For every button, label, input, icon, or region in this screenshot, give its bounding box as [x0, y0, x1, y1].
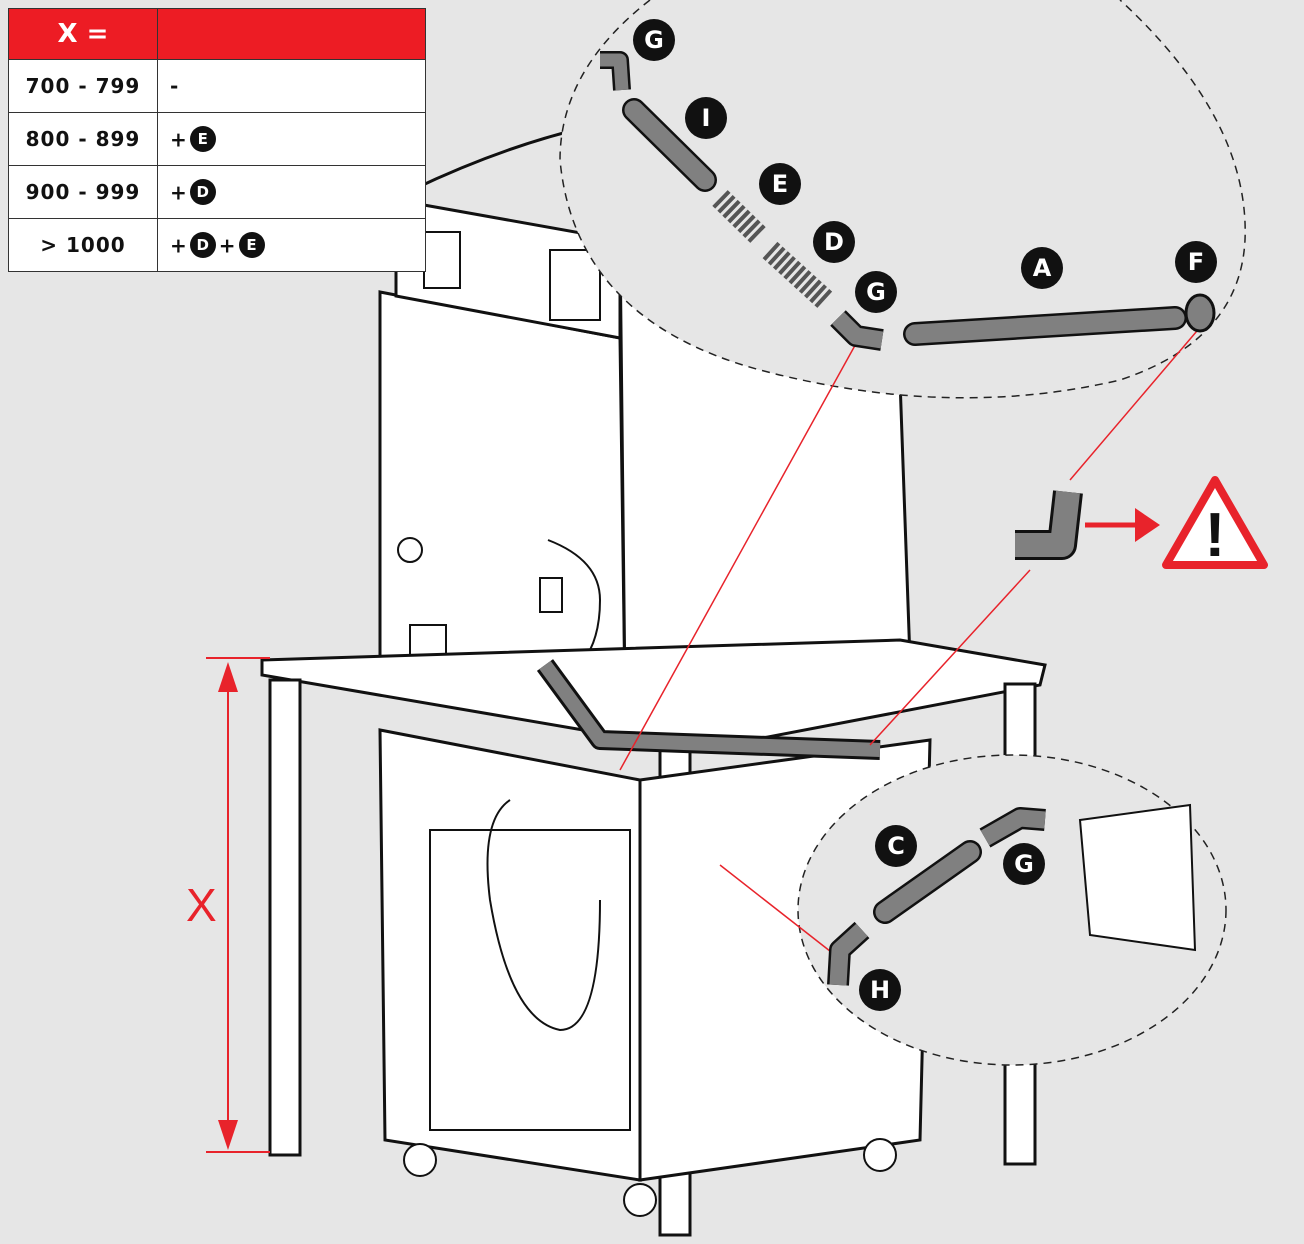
table-add: +D	[157, 165, 426, 219]
installed-pipe	[539, 660, 881, 757]
part-badge: E	[189, 126, 216, 153]
plus-sign: +	[170, 233, 187, 258]
table-row: > 1000 +D+E	[8, 218, 426, 272]
dimension-x-label: X	[186, 879, 217, 931]
table-header-row: X =	[8, 8, 426, 60]
table-range: 900 - 999	[8, 165, 158, 219]
table-row: 900 - 999 +D	[8, 165, 426, 219]
label-f: F	[1175, 241, 1217, 283]
table-add: +D+E	[157, 218, 426, 272]
plus-sign: +	[170, 180, 187, 205]
bottom-detail-parts	[827, 803, 1197, 986]
label-a: A	[1021, 247, 1063, 289]
part-badge: D	[189, 232, 216, 259]
table-range: 700 - 799	[8, 59, 158, 113]
part-badge: E	[238, 232, 265, 259]
table-row: 700 - 799 -	[8, 59, 426, 113]
label-g-low: G	[1003, 843, 1045, 885]
label-g-top: G	[633, 19, 675, 61]
table-header-blank	[157, 8, 426, 60]
plus-sign: +	[218, 233, 236, 258]
table-header-x: X =	[8, 8, 158, 60]
dimension-x-arrow	[206, 657, 270, 1153]
table-add: +E	[157, 112, 426, 166]
loose-elbow	[1015, 490, 1083, 560]
table-range: 800 - 899	[8, 112, 158, 166]
leader-lines	[619, 317, 1209, 956]
top-detail-parts	[600, 51, 1216, 351]
table-add: -	[157, 59, 426, 113]
part-badge: D	[189, 179, 216, 206]
label-d: D	[813, 221, 855, 263]
label-g-mid: G	[855, 271, 897, 313]
table-range: > 1000	[8, 218, 158, 272]
label-h: H	[859, 969, 901, 1011]
warning-triangle-icon	[1162, 476, 1268, 569]
label-e: E	[759, 163, 801, 205]
label-c: C	[875, 825, 917, 867]
warning-symbol: !	[1205, 501, 1226, 570]
label-i: I	[685, 97, 727, 139]
detail-callout-top	[559, 0, 1246, 399]
plus-sign: +	[170, 127, 187, 152]
table-row: 800 - 899 +E	[8, 112, 426, 166]
x-height-table: X = 700 - 799 - 800 - 899 +E 900 - 999 +…	[8, 8, 426, 272]
warning-arrow-head	[1135, 508, 1160, 542]
